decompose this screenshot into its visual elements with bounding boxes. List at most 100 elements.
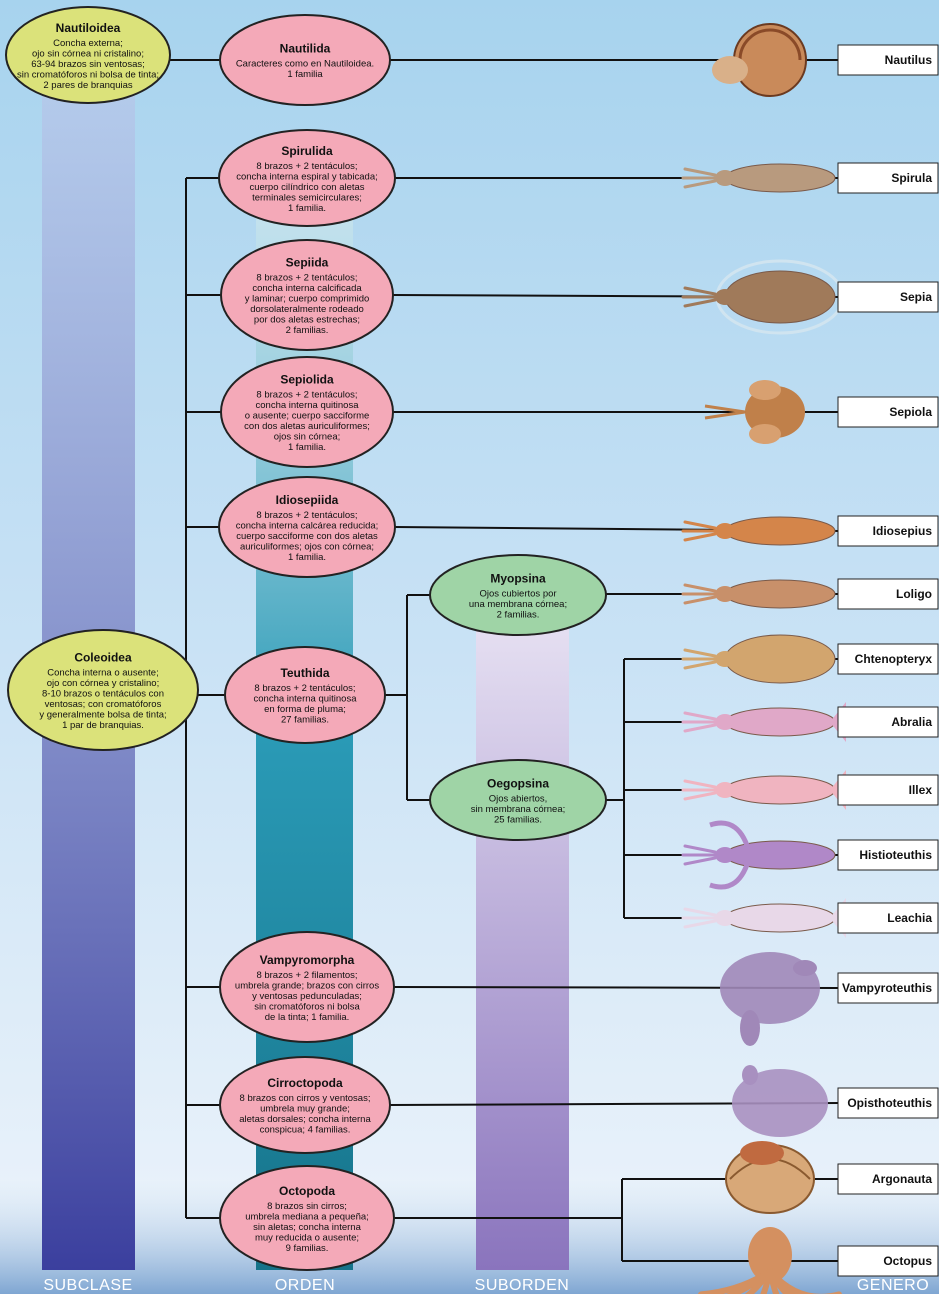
oval-title: Nautilida — [280, 42, 331, 56]
oval-description-line: 8 brazos + 2 tentáculos; — [256, 273, 357, 284]
oval-title: Vampyromorpha — [260, 953, 355, 967]
oval-description-line: 9 familias. — [286, 1243, 329, 1254]
oval-description-line: concha interna calcificada — [252, 283, 362, 294]
oval-description-line: y ventosas pedunculadas; — [252, 991, 362, 1002]
oval-title: Myopsina — [490, 571, 546, 585]
genus-box-sepiola: Sepiola — [838, 397, 938, 427]
genus-box-illex: Illex — [838, 775, 938, 805]
oval-description-line: 8-10 brazos o tentáculos con — [42, 689, 164, 700]
genus-label: Vampyroteuthis — [842, 981, 932, 995]
oval-description-line: 27 familias. — [281, 715, 329, 726]
oval-description-line: ojo con córnea y cristalino; — [47, 678, 159, 689]
genus-label: Illex — [909, 783, 933, 797]
genus-label: Leachia — [887, 911, 932, 925]
oval-description-line: 1 familia — [287, 69, 323, 80]
oval-description-line: en forma de pluma; — [264, 704, 346, 715]
genus-box-leachia: Leachia — [838, 903, 938, 933]
oval-title: Sepiolida — [280, 373, 334, 387]
oval-description-line: 8 brazos sin cirros; — [267, 1201, 347, 1212]
genus-label: Argonauta — [872, 1172, 932, 1186]
genus-box-nautilus: Nautilus — [838, 45, 938, 75]
oval-description-line: 8 brazos con cirros y ventosas; — [240, 1093, 371, 1104]
oval-description-line: 8 brazos + 2 filamentos; — [256, 970, 357, 981]
oval-description-line: cuerpo cilíndrico con aletas — [249, 182, 364, 193]
genus-box-vampyroteuthis: Vampyroteuthis — [838, 973, 938, 1003]
oval-description-line: 1 familia. — [288, 203, 326, 214]
oval-title: Oegopsina — [487, 776, 549, 790]
oval-description-line: 1 familia. — [288, 552, 326, 563]
genus-label: Spirula — [891, 171, 932, 185]
oval-title: Cirroctopoda — [267, 1076, 343, 1090]
genus-box-abralia: Abralia — [838, 707, 938, 737]
oval-description-line: por dos aletas estrechas; — [254, 315, 360, 326]
column-label-genero: GENERO — [857, 1277, 929, 1294]
oval-description-line: umbrela grande; brazos con cirros — [235, 980, 379, 991]
oval-description-line: 25 familias. — [494, 814, 542, 825]
genus-label: Chtenopteryx — [855, 652, 933, 666]
oval-description-line: ojo sin córnea ni cristalino; — [32, 48, 144, 59]
oval-description-line: ventosas; con cromatóforos — [45, 699, 162, 710]
oval-description-line: una membrana córnea; — [469, 599, 567, 610]
oval-description-line: o ausente; cuerpo sacciforme — [245, 411, 370, 422]
oval-description-line: y generalmente bolsa de tinta; — [39, 710, 166, 721]
oval-description-line: concha interna quitinosa — [256, 400, 360, 411]
order-oval-teuthida: Teuthida8 brazos + 2 tentáculos;concha i… — [225, 647, 385, 743]
oval-description-line: concha interna quitinosa — [254, 694, 358, 705]
oval-description-line: sin cromatóforos ni bolsa — [254, 1001, 360, 1012]
genus-label: Octopus — [883, 1254, 932, 1268]
order-oval-sepiida: Sepiida 8 brazos + 2 tentáculos;concha in… — [221, 240, 393, 350]
oval-description-line: 2 familias. — [497, 609, 540, 620]
oval-description-line: 2 pares de branquias — [43, 80, 133, 91]
genus-label: Histioteuthis — [859, 848, 932, 862]
column-label-orden: ORDEN — [275, 1277, 335, 1294]
genus-label: Sepia — [900, 290, 932, 304]
genus-box-argonauta: Argonauta — [838, 1164, 938, 1194]
genus-box-sepia: Sepia — [838, 282, 938, 312]
genus-label: Abralia — [891, 715, 932, 729]
oval-description-line: y laminar; cuerpo comprimido — [245, 294, 370, 305]
oval-description-line: dorsolateralmente rodeado — [250, 304, 364, 315]
oval-description-line: 1 familia. — [288, 442, 326, 453]
oval-description-line: 8 brazos + 2 tentáculos; — [256, 390, 357, 401]
oval-description-line: 8 brazos + 2 tentáculos; — [256, 161, 357, 172]
genus-box-octopus: Octopus — [838, 1246, 938, 1276]
oval-description-line: cuerpo sacciforme con dos aletas — [236, 531, 378, 542]
oval-description-line: Caracteres como en Nautiloidea. — [236, 59, 374, 70]
oval-description-line: muy reducida o ausente; — [255, 1232, 359, 1243]
oval-description-line: terminales semicirculares; — [252, 192, 362, 203]
suborden-column-bar — [476, 620, 569, 1270]
oval-description-line: con dos aletas auriculiformes; — [244, 421, 370, 432]
genus-label: Opisthoteuthis — [847, 1096, 932, 1110]
genus-label: Idiosepius — [873, 524, 933, 538]
order-oval-spirulida: Spirulida8 brazos + 2 tentáculos;concha … — [219, 130, 395, 226]
genus-box-histioteuthis: Histioteuthis — [838, 840, 938, 870]
oval-description-line: de la tinta; 1 familia. — [265, 1012, 350, 1023]
oval-description-line: auriculiformes; ojos con córnea; — [240, 541, 374, 552]
oval-description-line: sin membrana córnea; — [471, 804, 566, 815]
order-oval-vampyromorpha: Vampyromorpha 8 brazos + 2 filamentos;umb… — [220, 932, 394, 1042]
genus-box-chtenopteryx: Chtenopteryx — [838, 644, 938, 674]
oval-title: Teuthida — [280, 666, 329, 680]
oval-description-line: sin aletas; concha interna — [253, 1222, 361, 1233]
oval-description-line: concha interna espiral y tabicada; — [236, 171, 378, 182]
oval-description-line: Concha interna o ausente; — [47, 668, 158, 679]
genus-label: Nautilus — [885, 53, 933, 67]
genus-label: Loligo — [896, 587, 932, 601]
oval-description-line: 8 brazos + 2 tentáculos; — [256, 510, 357, 521]
genus-box-opisthoteuthis: Opisthoteuthis — [838, 1088, 938, 1118]
oval-description-line: Concha externa; — [53, 38, 123, 49]
oval-title: Sepiida — [286, 256, 329, 270]
column-label-subclase: SUBCLASE — [43, 1277, 132, 1294]
oval-description-line: 1 par de branquias. — [62, 720, 144, 731]
order-oval-sepiolida: Sepiolida 8 brazos + 2 tentáculos;concha … — [221, 357, 393, 467]
oval-description-line: sin cromatóforos ni bolsa de tinta; — [17, 69, 159, 80]
oval-description-line: umbrela muy grande; — [260, 1104, 350, 1115]
oval-title: Nautiloidea — [56, 21, 121, 35]
